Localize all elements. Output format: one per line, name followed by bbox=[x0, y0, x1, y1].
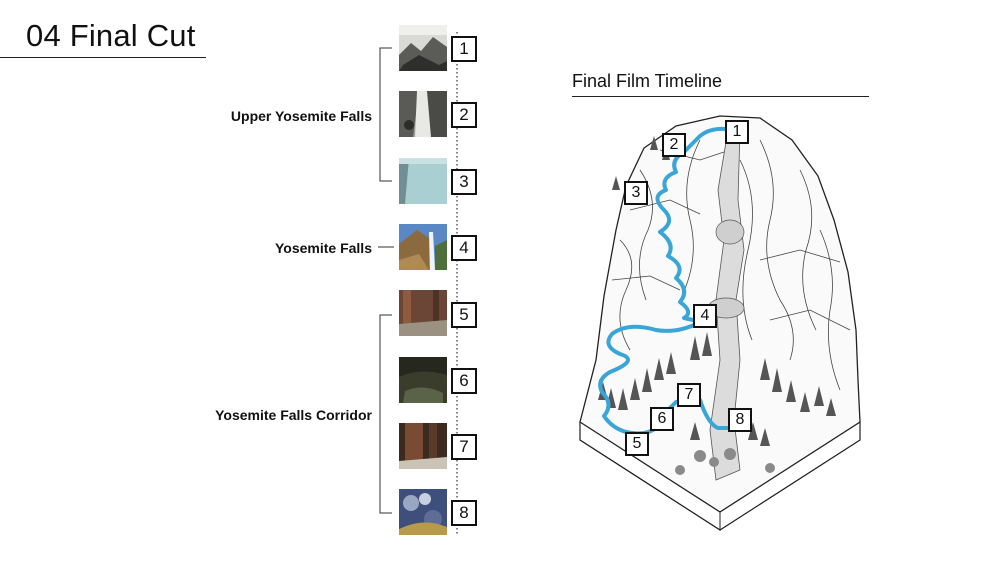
map-marker-1: 1 bbox=[725, 120, 749, 144]
map-marker-2: 2 bbox=[662, 133, 686, 157]
map-marker-7: 7 bbox=[677, 383, 701, 407]
map-marker-5: 5 bbox=[625, 432, 649, 456]
map-marker-3: 3 bbox=[624, 181, 648, 205]
map-marker-6: 6 bbox=[650, 407, 674, 431]
map-marker-4: 4 bbox=[693, 304, 717, 328]
map-marker-8: 8 bbox=[728, 408, 752, 432]
